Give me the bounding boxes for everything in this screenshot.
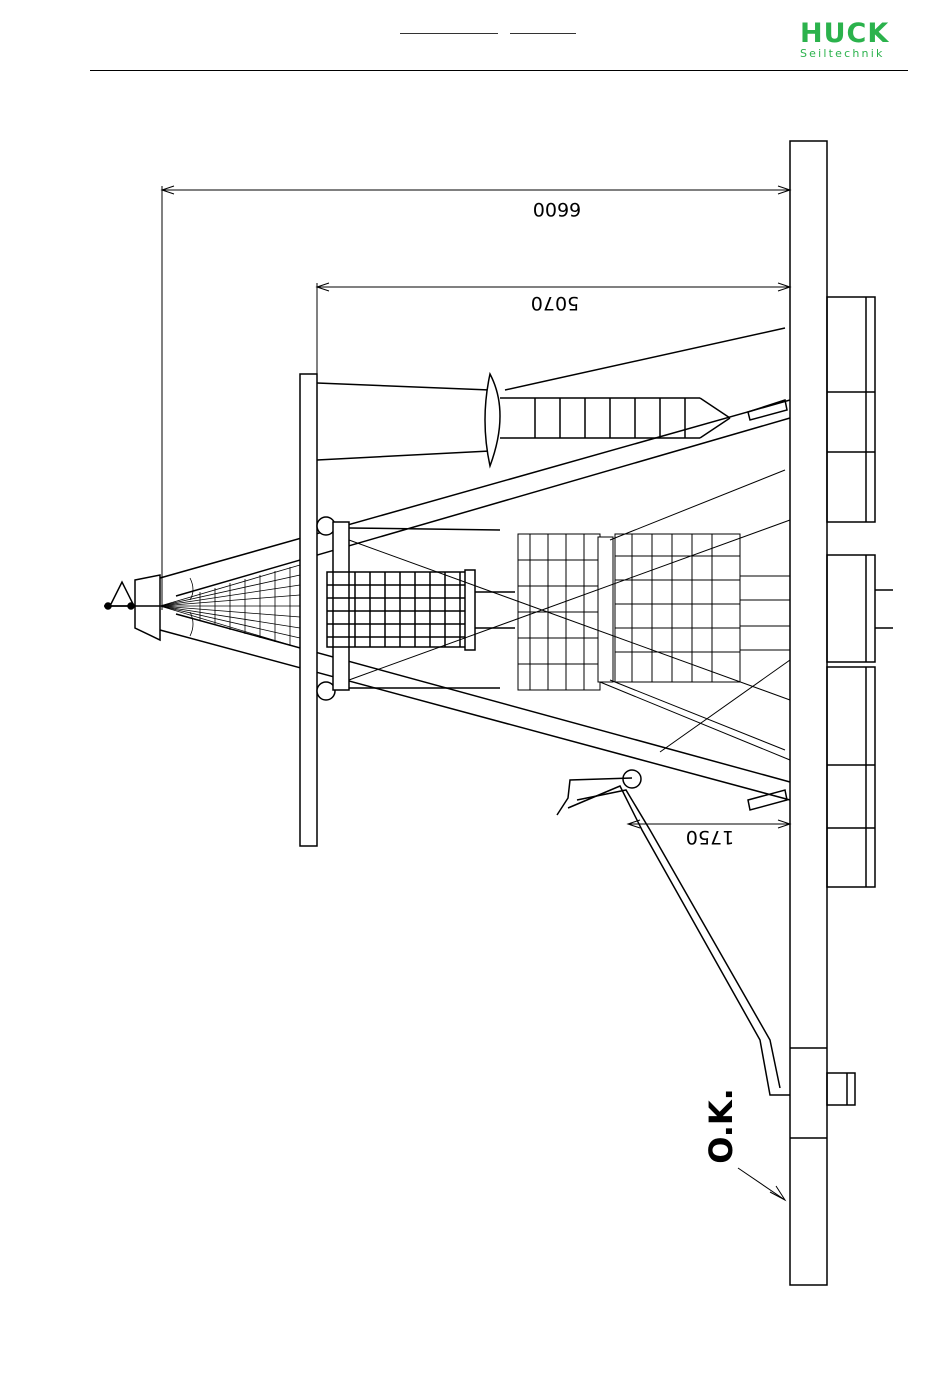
dimension-1750: 1750: [686, 826, 734, 848]
ok-leader-line: [738, 1168, 785, 1200]
dimension-6600: 6600: [533, 198, 581, 220]
level-label-ok: O.K.: [702, 1088, 740, 1164]
ground-strip: [790, 141, 827, 1285]
apex-top: [104, 575, 160, 640]
vertical-beam: [300, 374, 317, 846]
dimension-lines: [162, 186, 790, 828]
dimension-5070: 5070: [531, 292, 579, 314]
middle-platform: [327, 522, 515, 690]
slide: [557, 770, 790, 1095]
upper-ladder-bridge: [317, 328, 787, 466]
